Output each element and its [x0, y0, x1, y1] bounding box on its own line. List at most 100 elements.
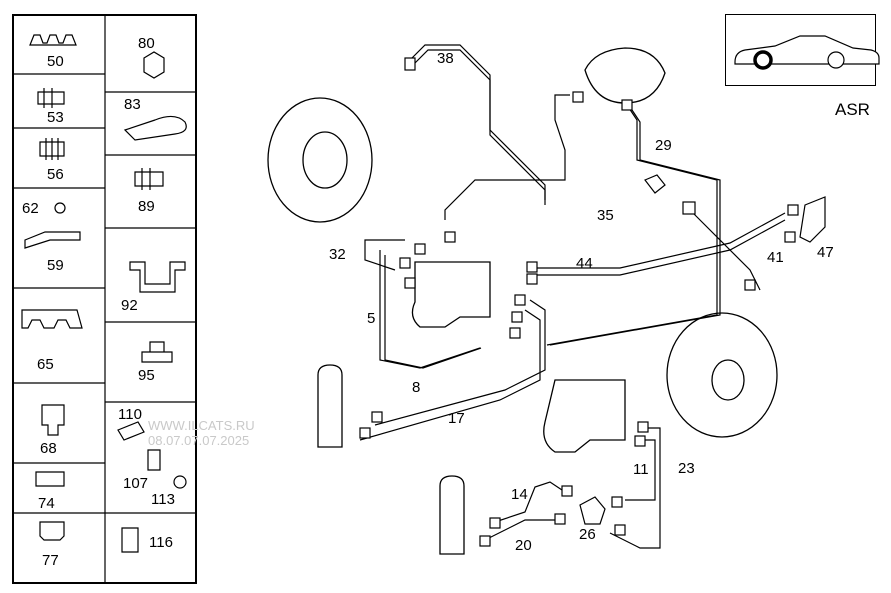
fitting — [509, 327, 521, 339]
vehicle-location-inset — [725, 14, 876, 86]
grommet-icon — [141, 341, 173, 363]
watermark: WWW.ILCATS.RU 08.07.07.07.2025 — [148, 418, 255, 448]
holder-107-icon — [147, 449, 161, 471]
highlighted-wheel-icon — [753, 50, 773, 70]
callout-44: 44 — [576, 255, 593, 272]
legend-label-83: 83 — [124, 96, 141, 113]
legend-label-74: 74 — [38, 495, 55, 512]
callout-32: 32 — [329, 246, 346, 263]
callout-29: 29 — [655, 137, 672, 154]
callout-23: 23 — [678, 460, 695, 477]
sensor-26 — [579, 496, 606, 525]
fitting — [489, 517, 501, 529]
fitting — [621, 99, 633, 111]
legend-label-50: 50 — [47, 53, 64, 70]
legend-label-110: 110 — [118, 406, 142, 423]
legend-label-116: 116 — [149, 534, 173, 551]
legend-label-80: 80 — [138, 35, 155, 52]
nut-icon — [54, 202, 66, 214]
watermark-line-2: 08.07.07.07.2025 — [148, 433, 250, 448]
double-clip-icon — [37, 88, 65, 108]
fitting — [514, 294, 526, 306]
fitting — [572, 91, 584, 103]
callout-35: 35 — [597, 207, 614, 224]
legend-label-59: 59 — [47, 257, 64, 274]
fitting — [404, 277, 416, 289]
front-left-brake-disc — [267, 97, 373, 223]
legend-label-77: 77 — [42, 552, 59, 569]
callout-47: 47 — [817, 244, 834, 261]
legend-label-56: 56 — [47, 166, 64, 183]
callout-26: 26 — [579, 526, 596, 543]
callout-20: 20 — [515, 537, 532, 554]
watermark-line-1: WWW.ILCATS.RU — [148, 418, 255, 433]
line-holder-icon — [21, 309, 83, 329]
accumulator-lower — [439, 475, 465, 555]
fitting — [554, 513, 566, 525]
clip-77-icon — [39, 521, 65, 541]
bracket-92-icon — [129, 261, 186, 293]
cable-tie-icon — [123, 115, 187, 141]
legend-label-113: 113 — [151, 491, 175, 508]
clip-74-icon — [35, 471, 65, 487]
front-right-hub — [711, 359, 745, 401]
holder-clip-icon — [41, 404, 65, 436]
callout-17: 17 — [448, 410, 465, 427]
fitting — [404, 57, 416, 71]
fitting — [479, 535, 491, 547]
bracket-icon — [24, 231, 81, 249]
fitting — [637, 421, 649, 433]
callout-8: 8 — [412, 379, 421, 396]
wheel-icon — [827, 51, 845, 69]
fitting — [399, 257, 411, 269]
fitting — [634, 435, 646, 447]
fitting — [444, 231, 456, 243]
fitting — [371, 411, 383, 423]
fitting — [682, 201, 696, 215]
legend-label-62: 62 — [22, 200, 39, 217]
fitting — [611, 496, 623, 508]
legend-label-89: 89 — [138, 198, 155, 215]
fitting — [414, 243, 426, 255]
fitting — [511, 311, 523, 323]
sleeve-110-icon — [117, 421, 145, 441]
fitting — [526, 261, 538, 273]
fitting — [561, 485, 573, 497]
sleeve-80-icon — [143, 51, 165, 79]
fitting — [787, 204, 799, 216]
fitting — [526, 273, 538, 285]
legend-label-107: 107 — [123, 475, 149, 492]
brake-booster — [584, 47, 666, 104]
clip-89-icon — [134, 168, 164, 190]
clip-116-icon — [121, 527, 139, 553]
nut-113-icon — [173, 475, 187, 489]
front-left-hub — [302, 131, 348, 189]
legend-label-53: 53 — [47, 109, 64, 126]
fitting — [784, 231, 796, 243]
fitting — [744, 279, 756, 291]
clip-strip-icon — [29, 34, 77, 46]
callout-5: 5 — [367, 310, 376, 327]
bracket-47 — [799, 196, 826, 243]
accumulator-upper — [317, 364, 343, 448]
callout-11: 11 — [633, 461, 649, 478]
fitting — [359, 427, 371, 439]
legend-label-95: 95 — [138, 367, 155, 384]
callout-38: 38 — [437, 50, 454, 67]
callout-41: 41 — [767, 249, 784, 266]
hydraulic-unit — [411, 261, 491, 328]
legend-label-68: 68 — [40, 440, 57, 457]
front-right-brake-disc — [666, 312, 778, 438]
fitting — [614, 524, 626, 536]
multi-clip-icon — [39, 138, 65, 160]
legend-label-65: 65 — [37, 356, 54, 373]
asr-badge: ASR — [835, 100, 870, 119]
sensor-connector — [644, 174, 666, 194]
legend-label-92: 92 — [121, 297, 138, 314]
callout-14: 14 — [511, 486, 528, 503]
pressure-unit — [543, 379, 626, 453]
